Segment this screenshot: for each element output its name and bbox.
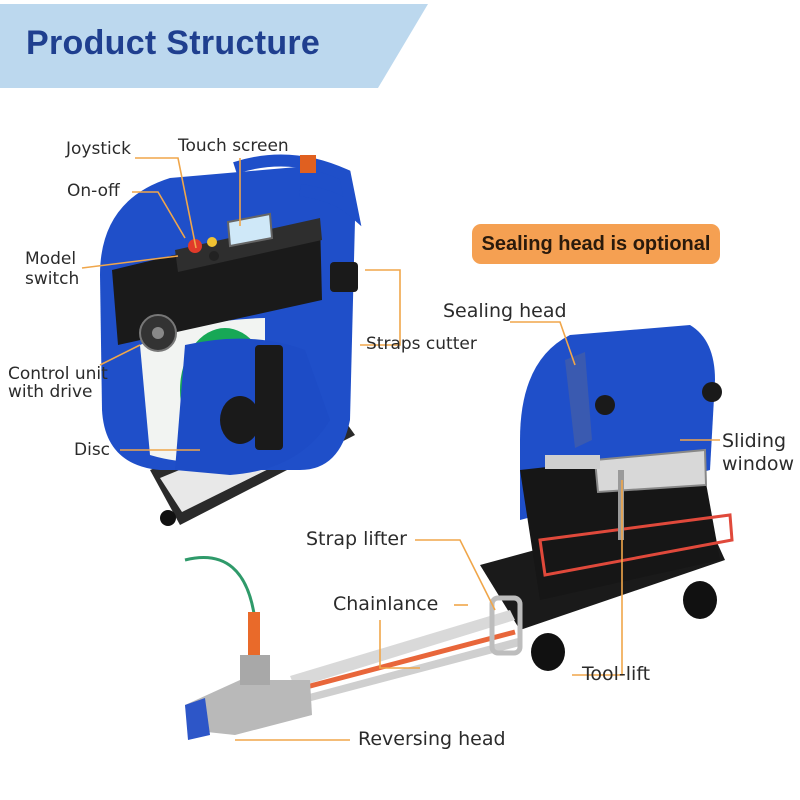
label-model-switch-line2: switch [25,269,80,289]
label-chainlance: Chainlance [333,593,439,615]
sealing-unit-image [480,325,734,671]
page-title: Product Structure [26,24,321,62]
label-control-unit-line1: Control unit [8,364,108,384]
label-disc: Disc [74,440,111,460]
label-joystick: Joystick [66,139,131,159]
label-on-off: On-off [67,181,120,201]
label-sliding-window-line1: Sliding [722,430,787,452]
header-banner [0,4,428,88]
leader-lines [81,157,720,741]
label-straps-cutter: Straps cutter [366,334,477,354]
label-touch-screen: Touch screen [178,136,289,156]
label-tool-lift: Tool-lift [582,663,651,685]
label-strap-lifter: Strap lifter [306,528,407,550]
label-reversing-head: Reversing head [358,728,506,750]
label-sealing-head: Sealing head [443,300,567,322]
label-sliding-window-line2: window [722,453,795,475]
label-control-unit-line2: with drive [8,382,93,402]
label-model-switch-line1: Model [25,249,77,269]
main-unit-image [100,154,362,526]
optional-badge: Sealing head is optional [472,224,720,264]
chainlance-image [184,556,523,740]
